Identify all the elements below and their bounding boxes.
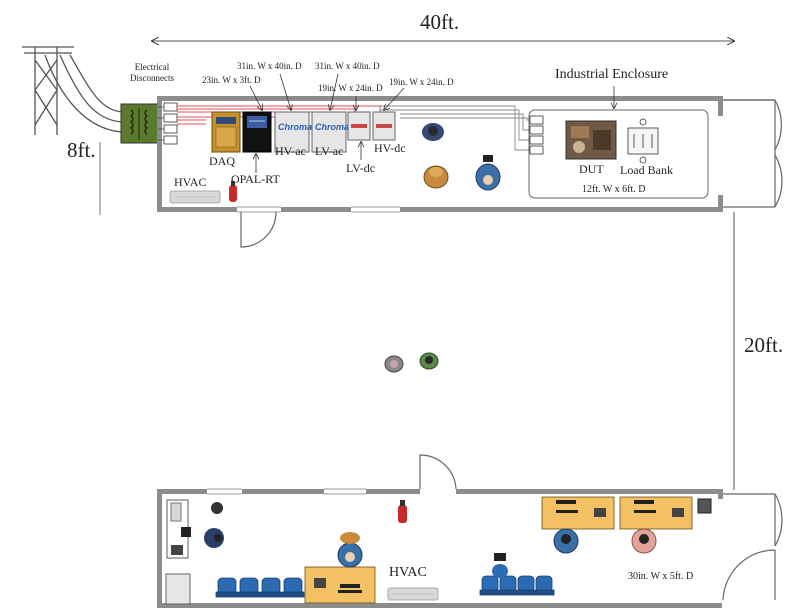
office-chair-icon xyxy=(423,165,449,189)
load-bank-label: Load Bank xyxy=(620,163,673,177)
enclosure-ports xyxy=(529,115,544,155)
enclosure-size-label: 12ft. W x 6ft. D xyxy=(582,184,646,195)
daq-size-label: 23in. W x 3ft. D xyxy=(202,75,261,85)
desk-icon xyxy=(541,496,615,530)
person-icon xyxy=(475,155,501,191)
chroma-logo-hv: Chroma xyxy=(278,122,313,132)
person-icon xyxy=(631,528,657,554)
lv-dc-label: LV-dc xyxy=(346,161,376,175)
fire-extinguisher-icon xyxy=(398,500,407,523)
industrial-enclosure-label: Industrial Enclosure xyxy=(555,67,669,82)
lv-ac-size-label: 31in. W x 40in. D xyxy=(315,61,380,71)
utility-pole-icon xyxy=(22,46,123,135)
hvac-unit-top xyxy=(169,190,221,204)
dimension-40ft-label: 40ft. xyxy=(420,10,460,34)
opal-rt-rack xyxy=(242,111,272,153)
transformer-icon xyxy=(120,103,159,144)
lv-dc-rack xyxy=(347,111,371,141)
person-icon xyxy=(204,502,224,548)
server-rack-icon xyxy=(697,498,712,514)
fire-extinguisher-icon xyxy=(229,181,237,202)
dut-label: DUT xyxy=(579,162,604,176)
person-icon xyxy=(384,355,404,373)
door-icon xyxy=(240,99,783,248)
person-icon xyxy=(422,123,444,141)
server-rack-icon xyxy=(165,499,191,605)
hv-ac-label: HV-ac xyxy=(275,144,306,158)
person-icon xyxy=(337,532,363,568)
lv-ac-label: LV-ac xyxy=(315,144,344,158)
dut-photo xyxy=(565,120,617,160)
hvac-unit-bottom xyxy=(387,587,439,601)
waiting-chair-icon xyxy=(479,575,555,596)
chroma-logo-lv: Chroma xyxy=(315,122,350,132)
daq-rack xyxy=(211,111,241,153)
opal-rt-label: OPAL-RT xyxy=(231,172,280,186)
electrical-disconnects xyxy=(163,102,178,145)
hv-ac-rack xyxy=(274,111,310,153)
desk-size-label: 30in. W x 5ft. D xyxy=(628,571,694,582)
hvac-bottom-label: HVAC xyxy=(389,565,427,580)
hvac-top-label: HVAC xyxy=(174,175,207,189)
electrical-disconnects-label: Electrical Disconnects xyxy=(130,62,174,84)
hv-ac-size-label: 31in. W x 40in. D xyxy=(237,61,302,71)
bottom-building-walls xyxy=(157,489,723,608)
desk-icon xyxy=(619,496,693,530)
load-bank-icon xyxy=(627,118,659,164)
lv-ac-rack xyxy=(311,111,347,153)
daq-label: DAQ xyxy=(209,154,235,168)
person-icon xyxy=(553,528,579,554)
dimension-20ft-label: 20ft. xyxy=(744,333,784,357)
waiting-chair-icon xyxy=(215,577,305,598)
person-icon xyxy=(492,553,508,578)
dimension-8ft-label: 8ft. xyxy=(67,138,96,162)
lv-dc-size-label: 19in. W x 24in. D xyxy=(318,83,383,93)
hv-dc-size-label: 19in. W x 24in. D xyxy=(389,77,454,87)
hv-dc-rack xyxy=(372,111,396,141)
person-icon xyxy=(419,352,439,370)
top-building-walls xyxy=(157,96,723,212)
desk-icon xyxy=(304,566,376,604)
door-icon xyxy=(419,454,783,601)
hv-dc-label: HV-dc xyxy=(374,141,406,155)
